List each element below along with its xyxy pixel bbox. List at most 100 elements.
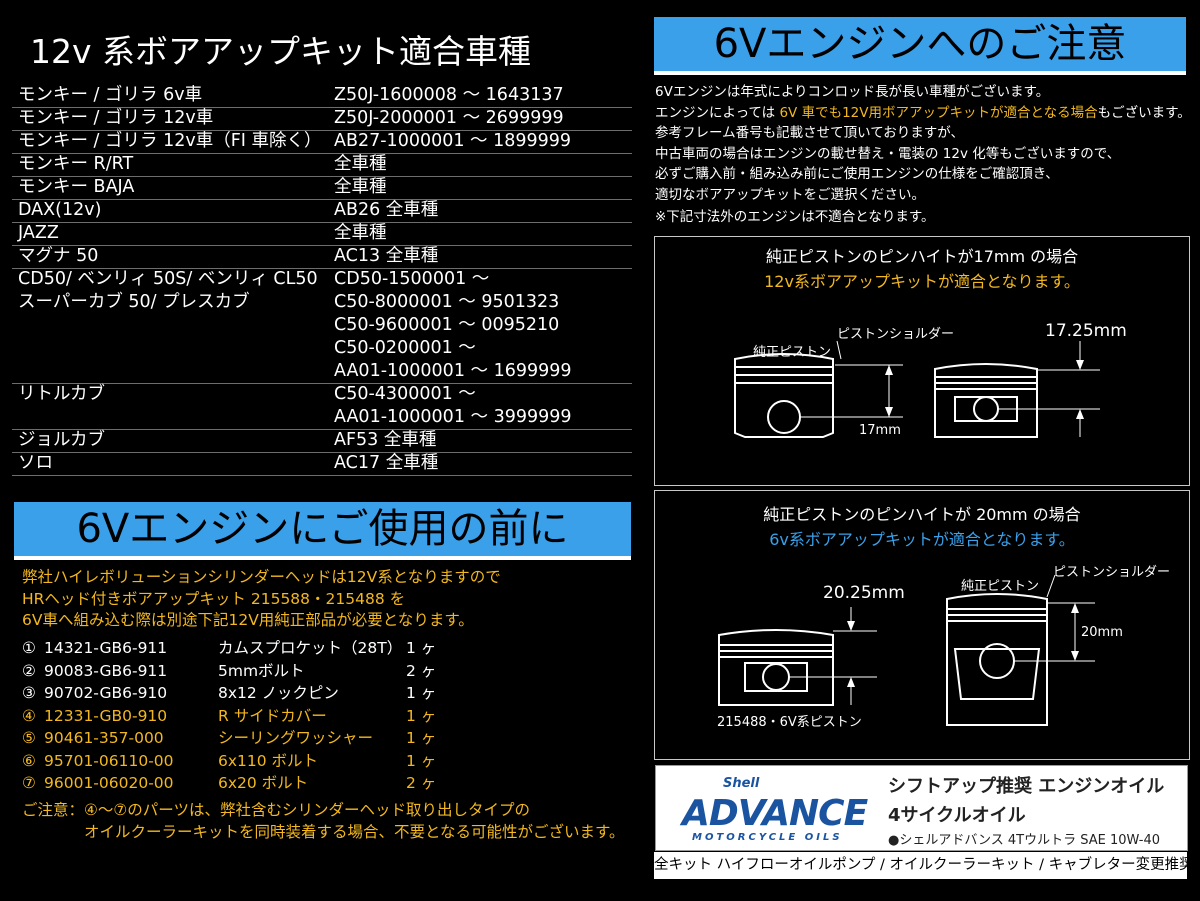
part-no: ⑦ [22,774,36,792]
compat-row: モンキー R/RT 全車種 [12,153,632,177]
piston-6v-label: 215488・6V系ピストン [717,715,862,730]
shoulder-label: ピストンショルダー [837,327,955,342]
oil-recommendation: Shell ADVANCE MOTORCYCLE OILS シフトアップ推奨 エ… [655,765,1188,851]
part-code: 95701-06110-00 [44,751,174,770]
part-no: ③ [22,684,36,702]
compat-model: モンキー BAJA [18,177,135,197]
compat-frame: AF53 全車種 [334,430,437,450]
part-no: ④ [22,706,36,725]
part-qty: 1 ヶ [406,639,437,657]
box20-head: 純正ピストンのピンハイトが 20mm の場合 [763,505,1081,524]
part-no: ② [22,661,36,680]
box20-sub: 6v系ボアアップキットが適合となります。 [769,530,1075,549]
part-name: カムスプロケット（28T） [218,639,403,657]
caution-line-part: エンジンによっては [655,104,780,121]
part-name: 8x12 ノックピン [218,684,339,702]
caution-banner: 6Vエンジンへのご注意 [654,17,1186,75]
part-qty: 1 ヶ [406,684,437,702]
caution-highlight: 6V 車でも12V用ボアアップキットが適合となる場合 [779,104,1098,121]
shell-advance-logo: Shell ADVANCE MOTORCYCLE OILS [668,776,888,846]
part-code: 90461-357-000 [44,729,164,747]
compat-model: モンキー / ゴリラ 12v車（FI 車除く） [18,131,322,151]
compat-frame: AC17 全車種 [334,453,439,473]
compat-model: ジョルカブ [18,430,105,450]
compat-row: モンキー / ゴリラ 12v車 Z50J-2000001 ～ 2699999 [12,107,632,131]
part-name: 5mmボルト [218,661,305,680]
note-line: オイルクーラーキットを同時装着する場合、不要となる可能性がございます。 [84,823,625,841]
dim-2025-label: 20.25mm [823,583,905,603]
compat-row: CD50/ ベンリィ 50S/ ベンリィ CL50 スーパーカブ 50/ プレス… [12,268,632,384]
oil-type: 4サイクルオイル [888,805,1026,826]
advance-logo-text: ADVANCE [682,793,868,834]
before-banner: 6Vエンジンにご使用の前に [14,502,631,560]
piston-20mm-box: 純正ピストンのピンハイトが 20mm の場合 6v系ボアアップキットが適合となり… [654,490,1190,760]
caution-line: 6Vエンジンは年式によりコンロッド長が長い車種がございます。 [655,84,1050,100]
motorcycle-oils-text: MOTORCYCLE OILS [692,832,843,843]
before-intro-line: HRヘッド付きボアアップキット 215588・215488 を [22,589,406,608]
part-qty: 2 ヶ [406,661,437,680]
shoulder-label: ピストンショルダー [1053,565,1171,580]
shell-logo-text: Shell [723,776,760,791]
part-no: ⑥ [22,751,36,770]
piston-label: 純正ピストン [961,579,1040,594]
caution-line: ※下記寸法外のエンジンは不適合となります。 [655,209,935,225]
compat-model: マグナ 50 [18,246,99,266]
part-code: 12331-GB0-910 [44,706,168,725]
compat-model: モンキー R/RT [18,154,134,174]
caution-line: 中古車両の場合はエンジンの載せ替え・電装の 12v 化等もございますので、 [655,145,1121,162]
dim-17-label: 17mm [859,423,901,438]
part-qty: 1 ヶ [406,729,437,747]
before-intro-line: 6V車へ組み込む際は別途下記12V用純正部品が必要となります。 [22,611,474,629]
compat-model: JAZZ [18,223,59,243]
part-qty: 1 ヶ [406,706,437,725]
caution-line: エンジンによっては 6V 車でも12V用ボアアップキットが適合となる場合もござい… [655,103,1195,124]
compat-model: モンキー / ゴリラ 12v車 [18,108,214,128]
box17-sub: 12v系ボアアップキットが適合となります。 [764,272,1080,291]
compat-row: DAX(12v)AB26 全車種 [12,199,632,223]
compat-frame: AB26 全車種 [334,200,439,220]
compat-title: 12v 系ボアアップキット適合車種 [30,32,532,71]
compat-row: JAZZ 全車種 [12,222,632,246]
compat-frame: C50-4300001 ～ AA01-1000001 ～ 3999999 [334,384,572,427]
caution-line-part: もございます。 [1097,104,1191,121]
part-name: 6x20 ボルト [218,774,309,792]
compat-frame: CD50-1500001 ～ C50-8000001 ～ 9501323 C50… [334,269,572,381]
caution-line: 参考フレーム番号も記載させて頂いておりますが、 [655,125,965,141]
before-note: ご注意：④～⑦のパーツは、弊社含むシリンダーヘッド取り出しタイプの オイルクーラ… [22,799,625,843]
oil-title: シフトアップ推奨 エンジンオイル [888,776,1165,797]
caution-line: 適切なボアアップキットをご選択ください。 [655,186,925,203]
part-qty: 1 ヶ [406,751,437,770]
part-name: 6x110 ボルト [218,751,319,770]
part-name: R サイドカバー [218,706,327,725]
part-code: 14321-GB6-911 [44,639,168,657]
part-qty: 2 ヶ [406,774,437,792]
part-code: 90083-GB6-911 [44,661,168,680]
before-intro-line: 弊社ハイレボリューションシリンダーヘッドは12V系となりますので [22,568,501,586]
compat-frame: 全車種 [334,177,387,197]
compat-frame: Z50J-2000001 ～ 2699999 [334,108,564,128]
oil-product: ●シェルアドバンス 4Tウルトラ SAE 10W-40 [888,833,1161,848]
compat-model: CD50/ ベンリィ 50S/ ベンリィ CL50 スーパーカブ 50/ プレス… [18,269,318,312]
footer-recommend: 全キット ハイフローオイルポンプ / オイルクーラーキット / キャブレター変更… [654,852,1194,879]
piston-17mm-box: 純正ピストンのピンハイトが17mm の場合 12v系ボアアップキットが適合となり… [654,236,1190,486]
compat-row: マグナ 50 AC13 全車種 [12,245,632,269]
compat-frame: Z50J-1600008 ～ 1643137 [334,85,564,105]
piston-17mm-diagram [734,340,1100,438]
box17-head: 純正ピストンのピンハイトが17mm の場合 [765,247,1079,266]
dim-20-label: 20mm [1081,625,1123,640]
compat-frame: 全車種 [334,223,387,243]
compat-row: リトルカブ C50-4300001 ～ AA01-1000001 ～ 399999… [12,383,632,430]
compat-frame: AC13 全車種 [334,246,439,266]
compat-frame: 全車種 [334,154,387,174]
compat-frame: AB27-1000001 ～ 1899999 [334,131,572,151]
part-code: 96001-06020-00 [44,774,174,792]
compat-row: モンキー BAJA 全車種 [12,176,632,200]
caution-text: 6Vエンジンは年式によりコンロッド長が長い車種がございます。 エンジンによっては… [655,82,1195,228]
part-name: シーリングワッシャー [218,729,374,747]
before-intro: 弊社ハイレボリューションシリンダーヘッドは12V系となりますので HRヘッド付き… [22,567,501,632]
piston-20mm-diagram [718,574,1095,726]
piston-label: 純正ピストン [753,345,832,360]
compat-model: リトルカブ [18,384,105,404]
